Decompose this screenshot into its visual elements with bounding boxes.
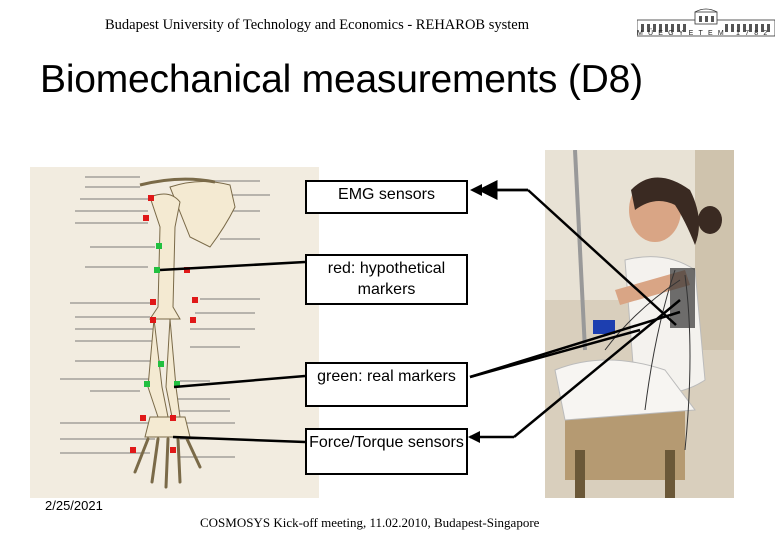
green-markers-label: green: real markers <box>305 362 468 407</box>
red-markers-label: red: hypothetical markers <box>305 254 468 305</box>
seated-subject-photo <box>545 150 734 498</box>
university-logo <box>637 8 775 37</box>
slide-date: 2/25/2021 <box>45 498 103 513</box>
logo-caption: MŰEGYETEM 1782 <box>637 30 773 37</box>
arm-skeleton-diagram <box>30 167 319 498</box>
force-torque-sensors-label: Force/Torque sensors <box>305 428 468 475</box>
emg-sensors-label: EMG sensors <box>305 180 468 214</box>
finger-bones <box>133 437 202 489</box>
meeting-footer: COSMOSYS Kick-off meeting, 11.02.2010, B… <box>200 515 540 530</box>
slide-title: Biomechanical measurements (D8) <box>40 58 643 101</box>
institution-header: Budapest University of Technology and Ec… <box>105 17 529 33</box>
